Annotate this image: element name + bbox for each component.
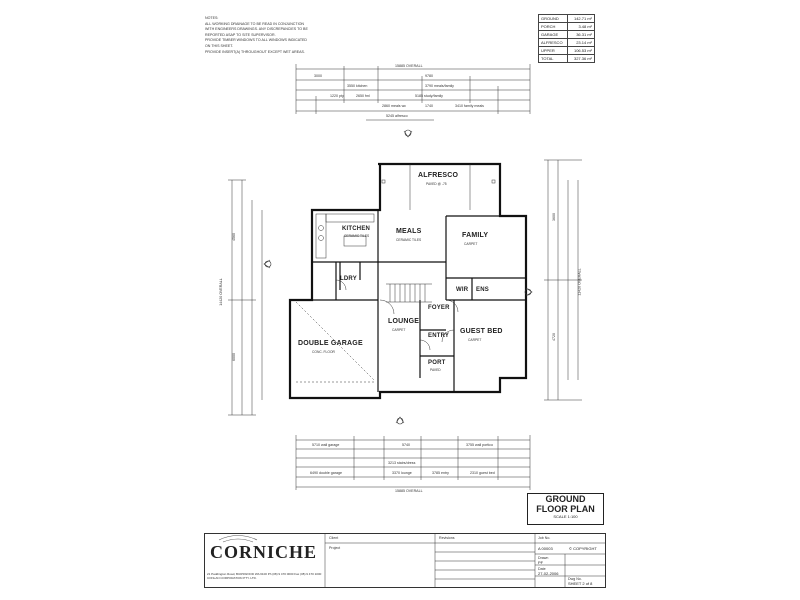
drawing-scale: SCALE 1:100 bbox=[553, 514, 578, 519]
notes-line: PROVIDE INSERT(A) THROUGHOUT EXCEPT WET … bbox=[205, 49, 305, 54]
notes-line: WITH ENGINEERS DRAWINGS. ANY DISCREPANCI… bbox=[205, 27, 308, 32]
address-line: 21 Paddington Road, BURSWOOD WA 6100 Ph … bbox=[207, 572, 322, 576]
dim-left-b: 6000 bbox=[232, 353, 236, 361]
dim-bottom-d: 3213 stairs/dress bbox=[388, 461, 416, 465]
dim-left-a: 4560 bbox=[232, 233, 236, 241]
dim-bottom-c: 3755 wall portico bbox=[466, 443, 493, 447]
dim-bottom-b: 5740 bbox=[402, 443, 410, 447]
room-label-foyer: FOYER bbox=[428, 305, 450, 311]
internal-walls bbox=[312, 210, 526, 392]
room-label-ens: ENS bbox=[476, 287, 489, 293]
room-label-alfresco: ALFRESCO bbox=[418, 172, 459, 179]
footer-block: CORNICHE 21 Paddington Road, BURSWOOD WA… bbox=[204, 533, 606, 588]
room-note-garage: CONC. FLOOR bbox=[312, 350, 335, 354]
notes-block: NOTES: ALL WORKING DRAINAGE TO BE READ I… bbox=[205, 16, 345, 55]
stair-treads bbox=[386, 283, 432, 303]
room-note-port: PAVED bbox=[430, 368, 441, 372]
project-label: Project bbox=[329, 546, 341, 550]
dim-row3b: 2650 fml bbox=[356, 94, 370, 98]
dim-alfresco-width: 5245 alfresco bbox=[386, 114, 408, 118]
dim-left-overall: 14420 OVERALL bbox=[218, 278, 223, 306]
company-address: 21 Paddington Road, BURSWOOD WA 6100 Ph … bbox=[207, 572, 322, 580]
drawing-title-line1: GROUND bbox=[545, 494, 586, 504]
room-note-meals: CERAMIC TILES bbox=[396, 238, 422, 242]
room-label-ldry: LDRY bbox=[340, 276, 357, 282]
dim-top-overall: 15885 OVERALL bbox=[395, 64, 423, 68]
dim-right-b: 4720 bbox=[552, 333, 556, 341]
room-label-family: FAMILY bbox=[462, 232, 489, 239]
area-value: 327.36 m² bbox=[567, 54, 595, 63]
room-label-meals: MEALS bbox=[396, 228, 422, 235]
notes-title: NOTES: bbox=[205, 16, 219, 20]
room-note-alfresco: PAVED @ -75 bbox=[426, 182, 447, 186]
company-name: CONLAN CORPORATION PTY. LTD. bbox=[207, 576, 257, 580]
dim-right-overall: 11420 OVERALL bbox=[577, 268, 582, 296]
revisions-label: Revisions bbox=[439, 536, 455, 540]
room-label-entry: ENTRY bbox=[428, 333, 450, 339]
drawing-title-block: GROUND FLOOR PLAN SCALE 1:100 bbox=[527, 493, 604, 525]
room-label-guest-bed: GUEST BED bbox=[460, 328, 503, 335]
dim-top-right: 9780 bbox=[425, 74, 433, 78]
copyright-label: © COPYRIGHT bbox=[569, 546, 597, 551]
dim-row4a: 2860 meals wc bbox=[382, 104, 406, 108]
room-label-wir: WIR bbox=[456, 287, 469, 293]
room-note-guest-bed: CARPET bbox=[468, 338, 482, 342]
room-label-port: PORT bbox=[428, 360, 446, 366]
client-label: Client bbox=[329, 536, 339, 540]
logo-mark-icon bbox=[218, 535, 258, 543]
company-logo: CORNICHE bbox=[210, 542, 318, 562]
room-note-lounge: CARPET bbox=[392, 328, 406, 332]
dim-bottom-a: 5710 wall garage bbox=[312, 443, 340, 447]
dim-bottom-e: 6490 double garage bbox=[310, 471, 342, 475]
room-note-kitchen: CERAMIC TILES bbox=[344, 234, 370, 238]
room-label-lounge: LOUNGE bbox=[388, 318, 420, 325]
footer-grid bbox=[218, 534, 605, 587]
date-value: 27-02-2006 bbox=[538, 571, 559, 576]
dim-row3a: 1220 pty bbox=[330, 94, 344, 98]
notes-line: ON THIS SHEET. bbox=[205, 43, 234, 48]
room-label-kitchen: KITCHEN bbox=[342, 226, 371, 232]
room-label-double-garage: DOUBLE GARAGE bbox=[298, 340, 363, 347]
side-dimension-lines bbox=[228, 159, 582, 416]
bottom-dimension-lines bbox=[295, 435, 531, 490]
sheet-number: SHEET 2 of 8 bbox=[568, 581, 593, 586]
dim-top-mid2: 3790 meals/family bbox=[425, 84, 454, 88]
section-markers bbox=[263, 129, 533, 425]
dim-right-a: 3600 bbox=[552, 213, 556, 221]
drawn-label: Drawn bbox=[538, 556, 549, 560]
dim-top-left: 3000 bbox=[314, 74, 322, 78]
notes-line: ALL WORKING DRAINAGE TO BE READ IN CONJU… bbox=[205, 21, 304, 26]
external-walls bbox=[288, 162, 528, 400]
dim-row4c: 3410 family meals bbox=[455, 104, 484, 108]
garage-door-dashed bbox=[295, 301, 375, 383]
alfresco-posts bbox=[381, 164, 496, 210]
drawing-title-line2: FLOOR PLAN bbox=[536, 504, 595, 514]
dim-bottom-g: 3785 entry bbox=[432, 471, 449, 475]
dim-bottom-h: 2310 guest bed bbox=[470, 471, 495, 475]
notes-line: PROVIDE TIMBER WINDOWS TO ALL WINDOWS IN… bbox=[205, 38, 308, 43]
dwg-label: Dwg No. bbox=[568, 577, 582, 581]
dim-top-mid: 3550 kitchen bbox=[347, 84, 368, 88]
notes-line: REPORTED ASAP TO SITE SUPERVISOR. bbox=[205, 32, 276, 37]
drawn-value: PF bbox=[538, 560, 544, 565]
copyright-icon: © bbox=[569, 546, 574, 551]
dim-bottom-overall: 15885 OVERALL bbox=[395, 489, 423, 493]
job-label: Job No. bbox=[538, 536, 551, 540]
room-note-family: CARPET bbox=[464, 242, 478, 246]
date-label: Date bbox=[538, 567, 546, 571]
kitchen-benches bbox=[315, 213, 375, 259]
door-swings bbox=[335, 279, 459, 351]
dim-bottom-f: 3370 lounge bbox=[392, 471, 412, 475]
job-number: A 00003 bbox=[538, 546, 553, 551]
top-dimension-lines bbox=[295, 64, 531, 121]
dim-row3c: 5185 study/family bbox=[415, 94, 443, 98]
dim-row4b: 1740 bbox=[425, 104, 433, 108]
